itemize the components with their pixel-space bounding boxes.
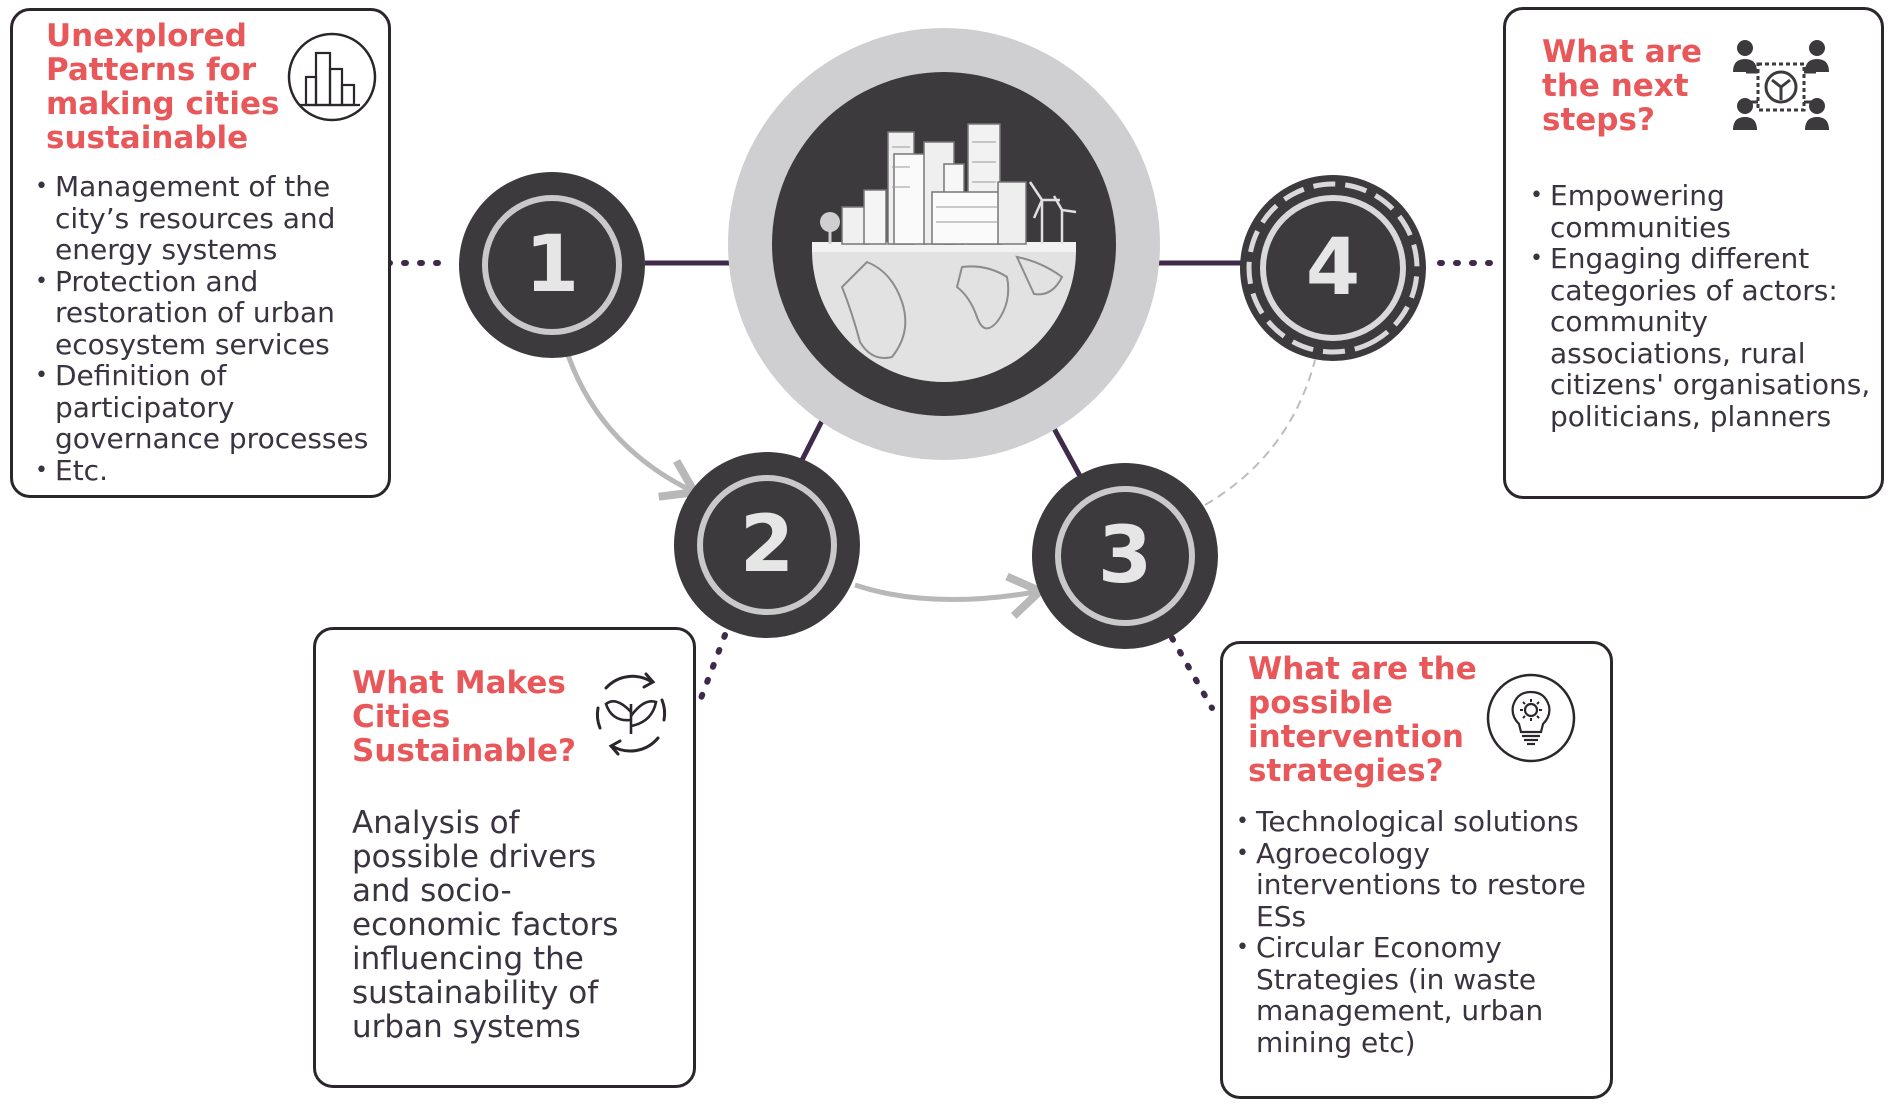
- strategies-box: What are the possible intervention strat…: [1220, 641, 1613, 1099]
- step-number: 3: [1097, 511, 1153, 601]
- arrow-2-to-3: [854, 572, 1048, 619]
- step-node-3: 3: [1032, 463, 1218, 649]
- list-item: Empowering communities: [1530, 180, 1882, 243]
- patterns-list: Management of the city’s resources and e…: [35, 171, 395, 486]
- list-item: Definition of participatory governance p…: [35, 360, 395, 455]
- list-item: Protection and restoration of urban ecos…: [35, 265, 395, 361]
- dash-3-to-4: [1204, 359, 1316, 506]
- patterns-title: Unexplored Patterns for making cities su…: [46, 18, 280, 156]
- recycle-leaf-icon: [595, 672, 667, 756]
- dots-3-box: [1169, 635, 1215, 711]
- arrow-1-to-2: [565, 354, 701, 501]
- list-item: Circular Economy Strategies (in waste ma…: [1236, 932, 1611, 1058]
- what-makes-box: What Makes Cities Sustainable? Analysis …: [313, 627, 696, 1088]
- step-ring: [1055, 486, 1195, 626]
- step-node-1: 1: [459, 172, 645, 358]
- step-number: 2: [739, 500, 795, 590]
- strategies-title: What are the possible intervention strat…: [1248, 651, 1477, 789]
- city-buildings-icon: [287, 32, 377, 122]
- what-makes-body: Analysis of possible drivers and socio-e…: [352, 805, 619, 1045]
- next-steps-list: Empowering communities Engaging differen…: [1530, 180, 1882, 432]
- hub-core: [772, 72, 1116, 416]
- city-on-globe-icon: [812, 123, 1077, 382]
- dashed-ring: [1246, 181, 1420, 355]
- step-node-2: 2: [674, 452, 860, 638]
- step-ring: [482, 195, 622, 335]
- step-ring: [697, 475, 837, 615]
- central-hub: [728, 28, 1160, 460]
- list-item: Etc.: [35, 454, 395, 487]
- step-node-4: 4: [1240, 175, 1426, 361]
- step-number: 4: [1305, 223, 1361, 313]
- strategies-list: Technological solutions Agroecology inte…: [1236, 806, 1611, 1058]
- dots-2-box: [695, 632, 728, 709]
- next-steps-box: What are the next steps? Empowering comm…: [1503, 7, 1884, 499]
- patterns-box: Unexplored Patterns for making cities su…: [10, 8, 391, 498]
- list-item: Agroecology interventions to restore ESs: [1236, 837, 1611, 933]
- step-number: 1: [524, 220, 580, 310]
- list-item: Technological solutions: [1236, 806, 1611, 838]
- list-item: Engaging different categories of actors:…: [1530, 243, 1882, 432]
- team-collaboration-icon: [1733, 40, 1829, 130]
- next-steps-title: What are the next steps?: [1542, 34, 1703, 138]
- lightbulb-gear-icon: [1486, 673, 1576, 763]
- list-item: Management of the city’s resources and e…: [35, 171, 395, 266]
- what-makes-title: What Makes Cities Sustainable?: [352, 665, 577, 769]
